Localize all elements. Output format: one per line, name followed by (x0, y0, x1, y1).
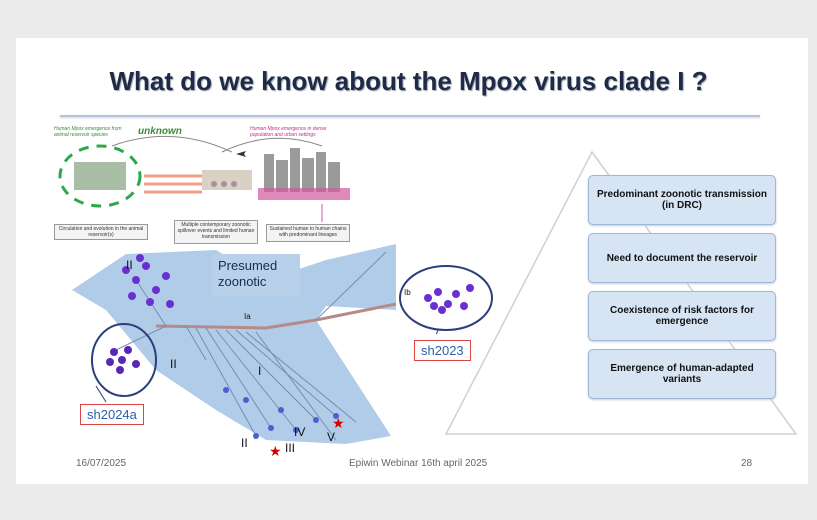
sh2023-pointer (435, 329, 439, 334)
stage-box-2: Multiple contemporary zoonotic spillover… (174, 220, 258, 244)
left-caption: Human Mpox emergence from animal reservo… (54, 126, 122, 138)
sh2023-nodes (424, 284, 474, 314)
forest-trees (74, 162, 126, 190)
sh2023-label: sh2023 (414, 340, 471, 361)
presumed-zoonotic-label: Presumed zoonotic (218, 258, 278, 289)
spillover-arrows (144, 174, 202, 194)
clade-iv-label: IV (294, 425, 306, 439)
star-marker-2: ★ (332, 415, 345, 431)
star-marker-1: ★ (269, 443, 282, 459)
node-cluster-sh2024a (106, 346, 140, 374)
stage-box-2-text: Multiple contemporary zoonotic spillover… (177, 222, 255, 240)
clade-ia-label: Ia (244, 312, 251, 321)
branches (115, 251, 387, 441)
unknown-label: unknown (138, 126, 182, 137)
crowd (258, 188, 350, 200)
footer-page-number: 28 (741, 458, 753, 469)
clade-ii-bottom-label: II (241, 436, 248, 450)
pyramid-box-4: Emergence of human-adapted variants (588, 349, 776, 399)
pyramid-box-1: Predominant zoonotic transmission (in DR… (588, 175, 776, 225)
stage-box-3-text: Sustained human to human chains with pre… (269, 226, 347, 238)
node-cluster-ii-top (122, 254, 174, 308)
pyramid-box-3: Coexistence of risk factors for emergenc… (588, 291, 776, 341)
stage-box-1-text: Circulation and evolution in the animal … (58, 226, 144, 238)
presumed-zoonotic-box: Presumed zoonotic (212, 254, 300, 296)
clade-i-label: I (258, 364, 262, 378)
trunk-branch (155, 302, 397, 330)
diagram-graphics (58, 135, 350, 222)
plane-icon (236, 151, 246, 157)
village (202, 170, 252, 190)
phylogenetic-tree (72, 244, 397, 444)
node-cluster-lower (223, 387, 339, 439)
tree-shading (72, 244, 396, 444)
sh2023-cluster (399, 265, 493, 334)
sh2024a-pointer (95, 385, 107, 403)
emergence-diagram: Human Mpox emergence from animal reservo… (52, 124, 357, 248)
clade-ii-mid-label: II (170, 357, 177, 371)
sh2024a-circle (91, 323, 157, 397)
sh2024a-label: sh2024a (80, 404, 144, 425)
clade-iii-label: III (285, 441, 296, 455)
city-skyline (264, 148, 340, 192)
clade-ib-label: Ib (404, 288, 411, 297)
footer-date: 16/07/2025 (76, 458, 127, 469)
title-divider (60, 115, 760, 117)
arc-arrow-right (221, 137, 323, 153)
slide-title: What do we know about the Mpox virus cla… (109, 66, 708, 96)
clade-v-label: V (327, 430, 336, 444)
arc-arrow-left (111, 135, 233, 153)
forest-cycle (58, 144, 142, 208)
stage-box-1: Circulation and evolution in the animal … (54, 224, 148, 240)
right-caption: Human Mpox emergence in dense population… (250, 126, 327, 138)
clade-ii-top-label: II (126, 258, 133, 272)
footer-center: Epiwin Webinar 16th april 2025 (349, 458, 488, 469)
pyramid-box-2: Need to document the reservoir (588, 233, 776, 283)
stage-box-3: Sustained human to human chains with pre… (266, 224, 350, 242)
sh2023-circle (399, 265, 493, 331)
